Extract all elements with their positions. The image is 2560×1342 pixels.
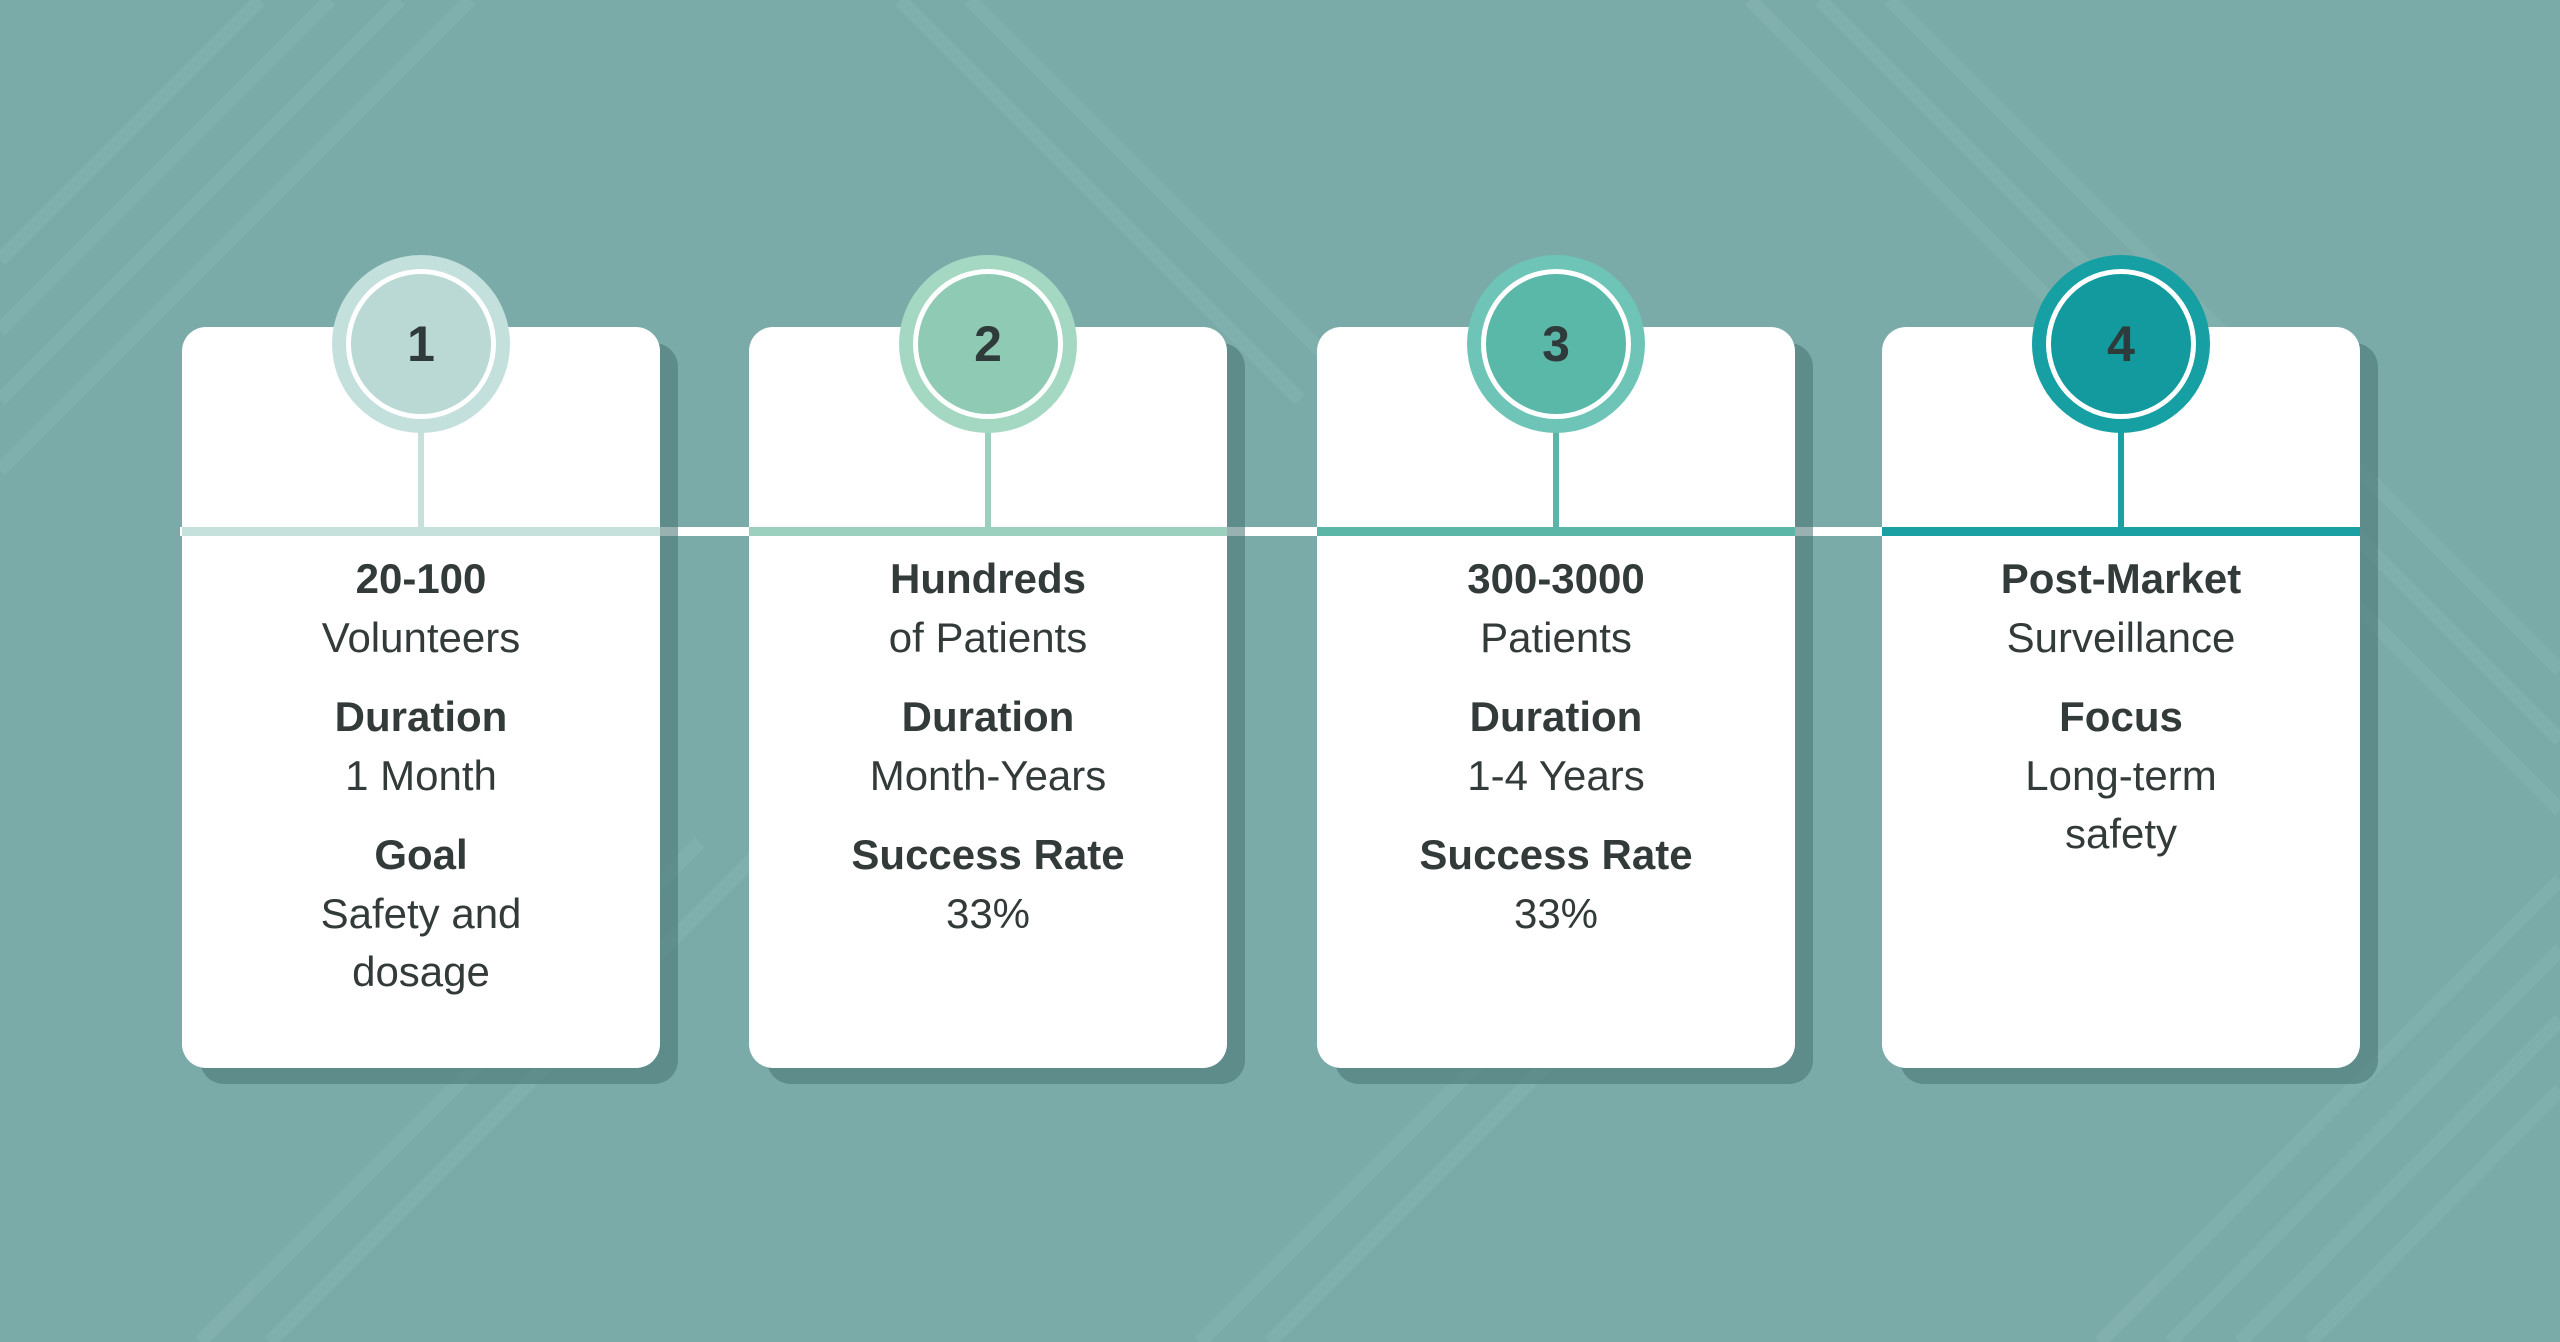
phase-badge-2: 2 xyxy=(899,255,1077,433)
phase-label: Duration xyxy=(901,693,1075,740)
phase-card-1: 1 20-100 Volunteers Duration 1 Month Goa… xyxy=(182,255,660,1068)
badge-connector-1 xyxy=(418,417,424,529)
phase-content-2: Hundreds of Patients Duration Month-Year… xyxy=(749,549,1227,943)
badge-connector-2 xyxy=(985,417,991,529)
badge-connector-3 xyxy=(1553,417,1559,529)
phase-badge-1: 1 xyxy=(332,255,510,433)
phase-value: 33% xyxy=(1513,890,1599,937)
phase-value: dosage xyxy=(352,948,490,995)
phase-value: Month-Years xyxy=(869,752,1107,799)
phase-label: Focus xyxy=(2059,693,2183,740)
phase-heading: 20-100 xyxy=(355,555,487,602)
phase-value: 1 Month xyxy=(345,752,497,799)
phase-number-4: 4 xyxy=(2046,269,2196,419)
phase-card-2: 2 Hundreds of Patients Duration Month-Ye… xyxy=(749,255,1227,1068)
phase-badge-3: 3 xyxy=(1467,255,1645,433)
phase-value: safety xyxy=(2064,810,2178,857)
phase-label: Success Rate xyxy=(851,831,1125,878)
phase-subheading: Surveillance xyxy=(2006,614,2236,661)
badge-connector-4 xyxy=(2118,417,2124,529)
phase-card-4: 4 Post-Market Surveillance Focus Long-te… xyxy=(1882,255,2360,1068)
phase-label: Duration xyxy=(334,693,508,740)
phase-heading: Hundreds xyxy=(889,555,1086,602)
phase-number-1: 1 xyxy=(346,269,496,419)
phase-heading: Post-Market xyxy=(2000,555,2242,602)
phase-label: Success Rate xyxy=(1419,831,1693,878)
phase-label: Duration xyxy=(1469,693,1643,740)
card-divider-3 xyxy=(1317,527,1795,536)
phase-value: Long-term xyxy=(2025,752,2217,799)
phase-content-3: 300-3000 Patients Duration 1-4 Years Suc… xyxy=(1317,549,1795,943)
phase-value: 33% xyxy=(945,890,1031,937)
phase-number-2: 2 xyxy=(913,269,1063,419)
phase-value: Safety and xyxy=(320,890,522,937)
card-divider-4 xyxy=(1882,527,2360,536)
card-divider-1 xyxy=(182,527,660,536)
phase-subheading: of Patients xyxy=(888,614,1088,661)
phase-heading: 300-3000 xyxy=(1467,555,1645,602)
phase-value: 1-4 Years xyxy=(1467,752,1645,799)
phase-badge-4: 4 xyxy=(2032,255,2210,433)
phase-card-3: 3 300-3000 Patients Duration 1-4 Years S… xyxy=(1317,255,1795,1068)
phase-content-4: Post-Market Surveillance Focus Long-term… xyxy=(1882,549,2360,863)
phase-content-1: 20-100 Volunteers Duration 1 Month Goal … xyxy=(182,549,660,1001)
phase-subheading: Patients xyxy=(1480,614,1632,661)
card-divider-2 xyxy=(749,527,1227,536)
timeline-line xyxy=(180,527,2358,536)
phase-label: Goal xyxy=(374,831,468,878)
phase-subheading: Volunteers xyxy=(321,614,521,661)
phase-number-3: 3 xyxy=(1481,269,1631,419)
